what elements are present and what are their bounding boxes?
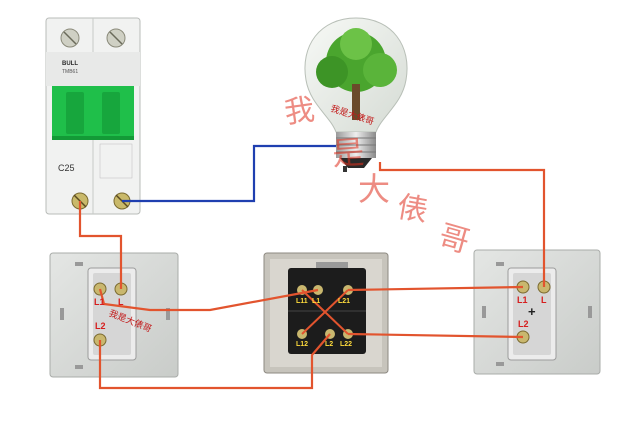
- traveler-wire-right-bottom: [347, 332, 524, 339]
- traveler-wire-top: [98, 288, 319, 312]
- middle-terminal-l2: L2: [325, 341, 334, 348]
- left-terminal-l: L: [118, 297, 124, 307]
- neutral-wire: [122, 144, 336, 203]
- live-wire-breaker-to-left-switch: [78, 201, 123, 289]
- jumper-wire-b: [301, 289, 349, 335]
- middle-terminal-l1: L1: [312, 298, 321, 305]
- middle-terminal-l22: L22: [340, 341, 353, 348]
- left-terminal-l2: L2: [95, 321, 106, 331]
- watermark-char-1: 我: [282, 93, 317, 130]
- middle-terminal-l21: L21: [338, 298, 351, 305]
- middle-terminal-l11: L11: [296, 298, 308, 305]
- breaker-rating: C25: [58, 163, 75, 173]
- right-switch: [473, 249, 601, 375]
- left-terminal-l1: L1: [94, 297, 105, 307]
- right-terminal-l1: L1: [517, 295, 528, 305]
- right-terminal-l: L: [541, 295, 547, 305]
- middle-terminal-l12: L12: [296, 341, 309, 348]
- right-terminal-l2: L2: [518, 319, 529, 329]
- watermark-char-3: 大: [358, 171, 391, 207]
- breaker-brand: BULL: [62, 61, 78, 67]
- breaker-model: TMB61: [62, 69, 79, 75]
- light-bulb: [304, 17, 408, 172]
- circuit-breaker: [45, 17, 141, 215]
- traveler-wire-bottom: [98, 333, 331, 390]
- switched-live-wire: [378, 162, 546, 287]
- traveler-wire-right-top: [347, 285, 524, 292]
- right-switch-plus-symbol: +: [528, 304, 536, 319]
- tree-icon: [316, 28, 397, 120]
- left-switch: [49, 252, 179, 378]
